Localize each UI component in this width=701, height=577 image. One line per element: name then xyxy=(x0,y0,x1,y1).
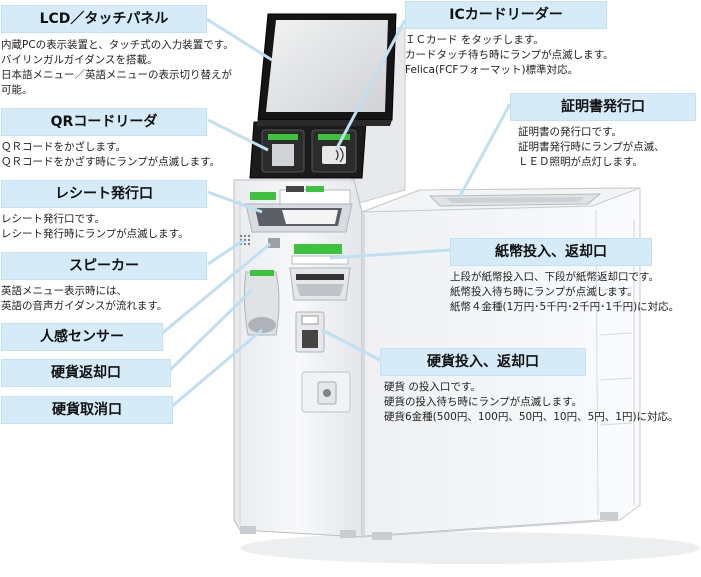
desc-receipt-line: レシート発行口です。 xyxy=(1,213,105,225)
floor-shadow xyxy=(240,532,700,564)
qr-lamp xyxy=(268,134,298,140)
desc-coin-line: 硬貨6金種(500円、100円、50円、10円、5円、1円)に対応。 xyxy=(384,411,679,423)
desc-bill-line: 上段が紙幣投入口、下段が紙幣返却口です。 xyxy=(450,271,659,283)
qr-reader-icon xyxy=(272,144,294,166)
label-coin-return: 硬貨返却口 xyxy=(1,359,171,387)
desc-lcd-line: 日本語メニュー／英語メニューの表示切り替えが xyxy=(1,69,232,81)
desc-receipt-line: レシート発行時にランプが点滅します。 xyxy=(1,228,189,240)
desc-lcd-line: 内蔵PCの表示装置と、タッチ式の入力装置です。 xyxy=(1,39,234,51)
desc-speaker: 英語メニュー表示時には、 英語の音声ガイダンスが流れます。 xyxy=(1,284,167,314)
desc-cert-line: 証明書の発行口です。 xyxy=(518,126,622,138)
desc-lcd-line: 可能。 xyxy=(1,84,33,96)
desc-speaker-line: 英語メニュー表示時には、 xyxy=(1,285,127,297)
desc-lcd-line: バイリンガルガイダンスを搭載。 xyxy=(1,54,158,66)
desc-coin-line: 硬貨 の投入口です。 xyxy=(384,381,481,393)
desc-cert-line: ＬＥＤ照明が点灯します。 xyxy=(518,156,643,168)
desc-bill: 上段が紙幣投入口、下段が紙幣返却口です。 紙幣投入待ち時にランプが点滅します。 … xyxy=(450,270,679,315)
desc-cert: 証明書の発行口です。 証明書発行時にランプが点滅、 ＬＥＤ照明が点灯します。 xyxy=(518,125,665,170)
lcd-screen xyxy=(266,20,388,112)
label-bill: 紙幣投入、返却口 xyxy=(450,238,652,266)
label-lcd: LCD／タッチパネル xyxy=(1,5,207,33)
desc-qr: ＱＲコードをかざします。 ＱＲコードをかざす時にランプが点滅します。 xyxy=(1,140,220,170)
label-coin: 硬貨投入、返却口 xyxy=(380,348,586,376)
reader-panel xyxy=(249,121,367,179)
ic-lamp xyxy=(318,134,350,140)
desc-receipt: レシート発行口です。 レシート発行時にランプが点滅します。 xyxy=(1,212,189,242)
desc-bill-line: 紙幣投入待ち時にランプが点滅します。 xyxy=(450,286,638,298)
desc-ic-line: カードタッチ待ち時にランプが点滅します。 xyxy=(405,49,614,61)
label-sensor: 人感センサー xyxy=(1,323,163,351)
desc-cert-line: 証明書発行時にランプが点滅、 xyxy=(518,141,665,153)
label-speaker: スピーカー xyxy=(1,252,207,280)
desc-lcd: 内蔵PCの表示装置と、タッチ式の入力装置です。 バイリンガルガイダンスを搭載。 … xyxy=(1,38,234,98)
desc-qr-line: ＱＲコードをかざします。 xyxy=(1,141,126,153)
receipt-lamp xyxy=(250,192,276,200)
label-coin-cancel: 硬貨取消口 xyxy=(1,396,173,424)
label-ic: ICカードリーダー xyxy=(405,1,607,29)
label-receipt: レシート発行口 xyxy=(1,180,207,208)
desc-ic-line: ＩＣカード をタッチします。 xyxy=(405,34,544,46)
bill-lamp xyxy=(294,244,342,254)
desc-bill-line: 紙幣４金種(1万円･5千円･2千円･1千円)に対応。 xyxy=(450,301,680,313)
desc-speaker-line: 英語の音声ガイダンスが流れます。 xyxy=(1,300,168,312)
receipt-paper xyxy=(282,210,338,224)
desc-coin-line: 硬貨の投入待ち時にランプが点滅します。 xyxy=(384,396,583,408)
lcd-monitor xyxy=(256,13,397,126)
desc-ic-line: Felica(FCFフォーマット)標準対応。 xyxy=(405,64,579,76)
desc-coin: 硬貨 の投入口です。 硬貨の投入待ち時にランプが点滅します。 硬貨6金種(500… xyxy=(384,380,679,425)
bill-insert-slot xyxy=(296,274,344,280)
desc-ic: ＩＣカード をタッチします。 カードタッチ待ち時にランプが点滅します。 Feli… xyxy=(405,33,614,78)
label-cert: 証明書発行口 xyxy=(510,93,696,121)
label-qr: QRコードリーダ xyxy=(1,108,207,136)
human-sensor xyxy=(268,238,280,248)
main-kiosk-body xyxy=(233,179,363,538)
speaker-grille-icon xyxy=(239,234,251,246)
desc-qr-line: ＱＲコードをかざす時にランプが点滅します。 xyxy=(1,156,221,168)
